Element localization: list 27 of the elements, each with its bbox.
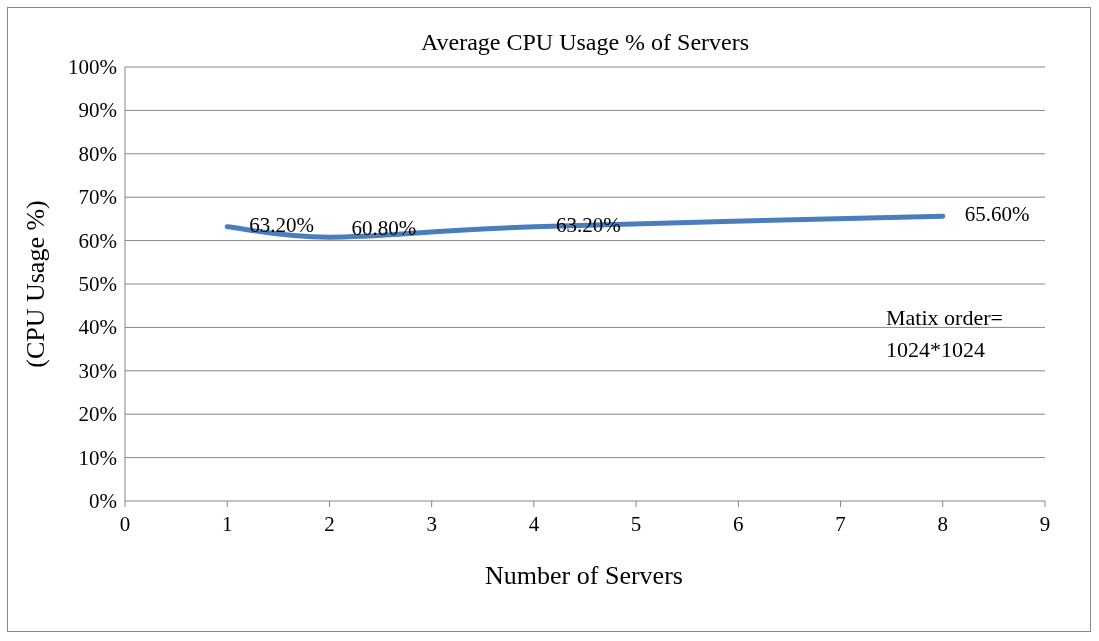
y-tick-label: 10% <box>78 445 117 470</box>
y-tick-label: 60% <box>78 228 117 253</box>
data-label: 63.20% <box>249 212 314 237</box>
y-tick-label: 90% <box>78 98 117 123</box>
y-tick-label: 100% <box>68 55 117 79</box>
annotation-text: Matix order= 1024*1024 <box>886 304 1004 364</box>
x-tick-label: 7 <box>835 512 846 536</box>
y-tick-label: 30% <box>78 358 117 383</box>
x-tick-label: 9 <box>1039 512 1051 536</box>
y-tick-label: 80% <box>78 141 117 166</box>
x-tick-label: 6 <box>733 512 744 536</box>
x-tick-label: 4 <box>528 512 540 536</box>
chart-title: Average CPU Usage % of Servers <box>420 29 750 55</box>
x-tick-label: 0 <box>119 512 131 536</box>
x-tick-label: 5 <box>630 512 642 536</box>
y-tick-label: 70% <box>78 185 117 210</box>
x-axis-title: Number of Servers <box>485 561 683 590</box>
y-tick-label: 20% <box>78 402 117 427</box>
y-tick-label: 0% <box>89 489 117 513</box>
y-axis-title: (CPU Usage %) <box>21 200 50 368</box>
x-tick-label: 3 <box>426 512 437 536</box>
x-tick-label: 8 <box>937 512 949 536</box>
data-label: 65.60% <box>964 202 1030 227</box>
x-tick-label: 2 <box>324 512 335 536</box>
y-tick-label: 50% <box>78 272 117 296</box>
x-tick-label: 1 <box>221 512 233 536</box>
y-tick-label: 40% <box>78 315 117 340</box>
